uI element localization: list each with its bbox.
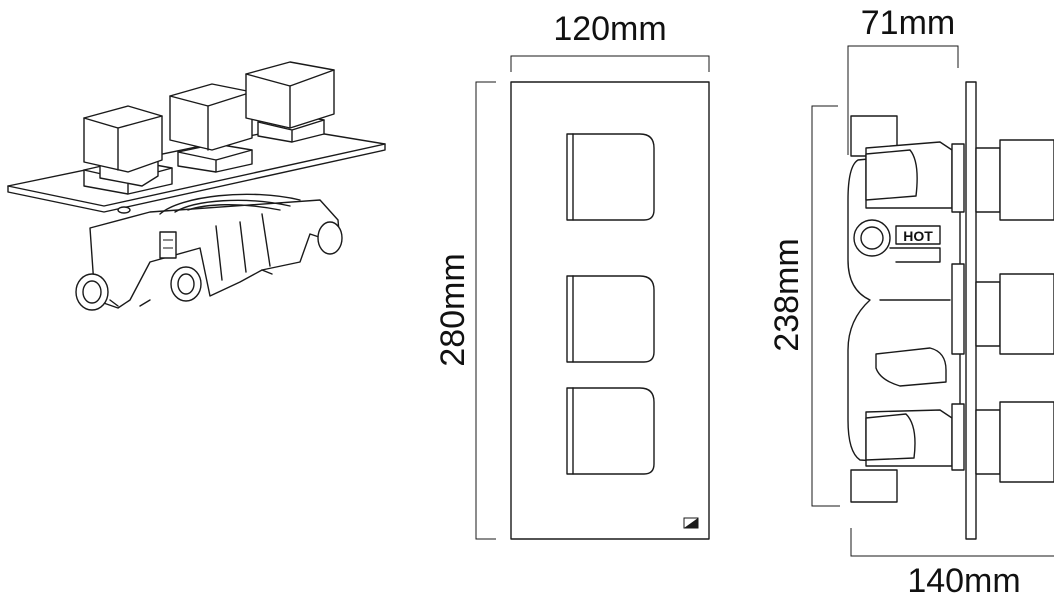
front-view: 120mm 280mm [434,10,710,540]
isometric-handle-1 [83,105,173,195]
front-handle-middle [566,275,655,363]
height-dimension-label: 280mm [434,253,472,366]
height-dimension-line [475,81,496,540]
hot-marking-text: HOT [903,228,933,244]
front-faceplate [510,81,710,540]
isometric-label-plate [159,231,177,259]
side-handle-bottom [975,401,1054,483]
isometric-valve-view [7,61,386,311]
depth-bottom-dimension-label: 140mm [907,562,1020,598]
isometric-valve-body [89,199,341,309]
isometric-pipe-inlet-center [170,266,202,302]
depth-top-dimension-line [847,45,959,155]
side-faceplate-edge [965,81,977,540]
isometric-pipe-inlet-left [75,273,109,311]
height-side-dimension-label: 238mm [768,238,806,351]
side-mount-bottom [850,469,898,503]
width-dimension-line [510,55,710,72]
side-view: 71mm 238mm 140mm HOT [768,4,1054,598]
side-cartridge-top [865,141,965,213]
side-cartridge-bottom [865,403,965,471]
side-hot-port: HOT [853,219,941,263]
isometric-screw [117,206,131,214]
side-handle-top [975,139,1054,221]
height-side-dimension-line [811,105,840,507]
brand-logo-icon [683,517,699,529]
side-handle-middle [975,273,1054,355]
depth-top-dimension-label: 71mm [861,4,955,42]
isometric-handle-3 [245,61,335,143]
hot-label-plate [895,225,941,245]
isometric-handle-2 [169,83,253,173]
front-handle-bottom [566,387,655,475]
isometric-pipe-outlet-right [317,221,343,255]
depth-bottom-dimension-line [850,528,1054,557]
width-dimension-label: 120mm [553,10,666,48]
side-cartridge-middle [875,263,965,387]
hot-inlet-pipe [853,219,891,257]
front-handle-top [566,133,655,221]
